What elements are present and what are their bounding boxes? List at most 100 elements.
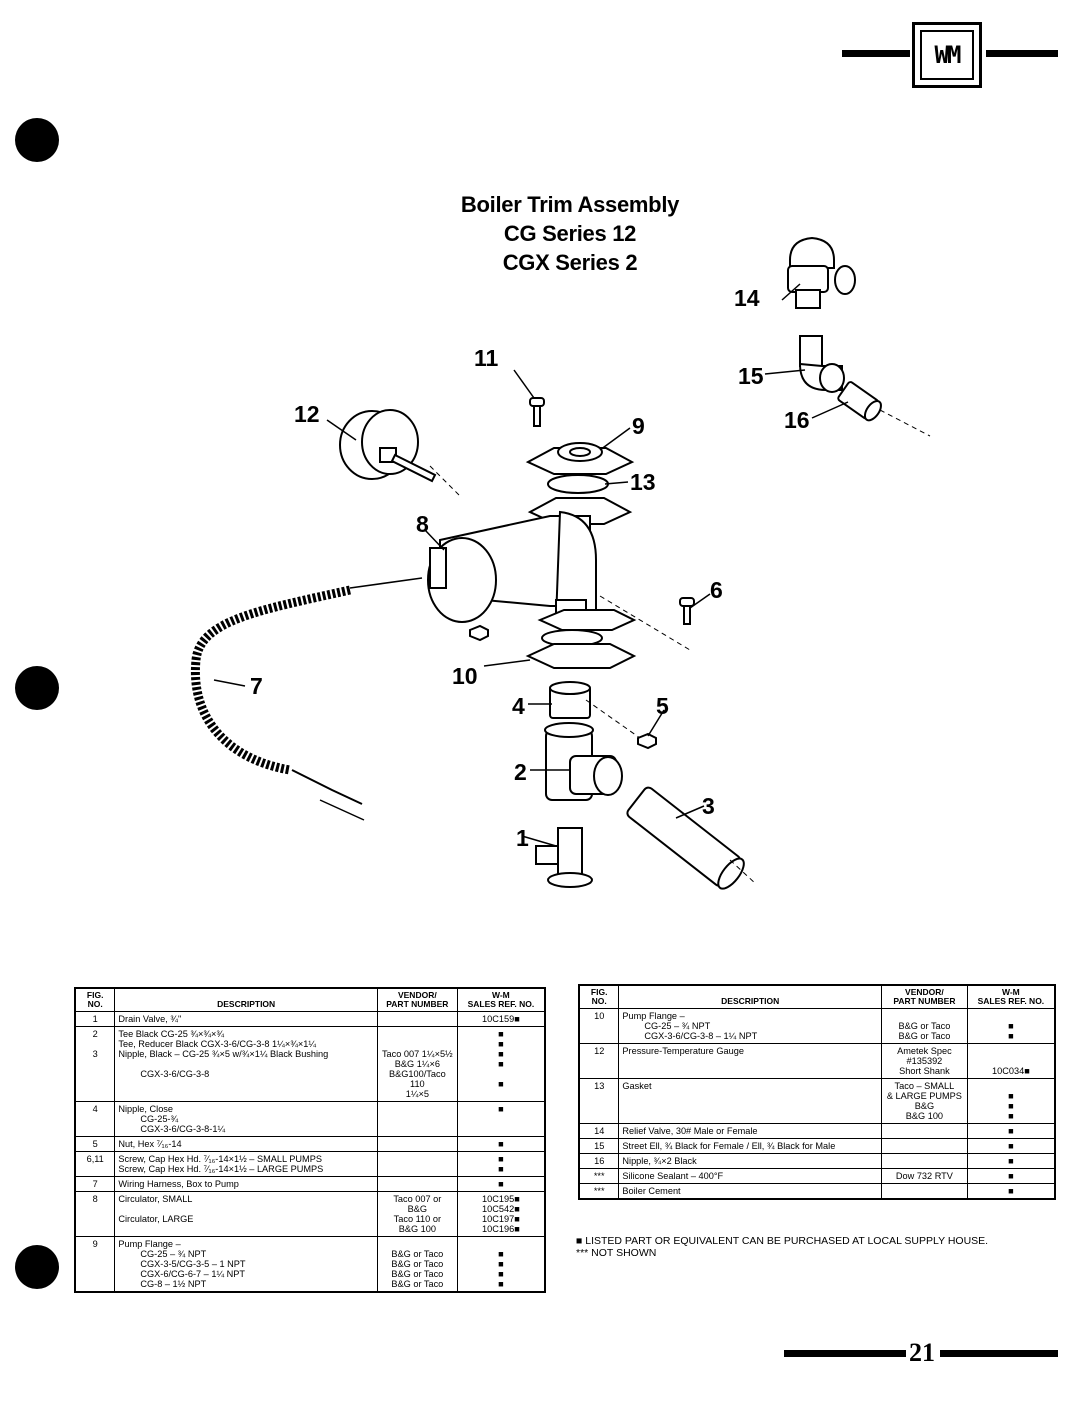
cell-vendor-part-line: Taco 007 or	[393, 1194, 442, 1204]
cell-wm-ref-line	[461, 1239, 541, 1249]
cell-wm-ref-line: 10C197■	[482, 1214, 520, 1224]
col-vendor-part: VENDOR/PART NUMBER	[376, 987, 458, 1012]
cell-fig-no: 2 3	[74, 1026, 116, 1102]
col-description: DESCRIPTION	[618, 984, 883, 1009]
cell-wm-ref-line: ■	[1008, 1021, 1014, 1031]
cell-description: Nut, Hex ⁷⁄₁₆-14	[114, 1136, 378, 1152]
cell-vendor-part-line	[381, 1139, 454, 1149]
cell-description: Screw, Cap Hex Hd. ⁷⁄₁₆-14×1½ – SMALL PU…	[114, 1151, 378, 1177]
cell-wm-ref-line: ■	[1008, 1141, 1014, 1151]
cell-wm-ref: ■	[966, 1123, 1056, 1139]
cell-description: Drain Valve, ¾"	[114, 1011, 378, 1027]
cell-fig-no: 1	[74, 1011, 116, 1027]
callout-2: 2	[514, 759, 527, 785]
cell-wm-ref-line	[971, 1081, 1051, 1091]
tee-part	[544, 722, 623, 801]
cell-wm-ref-line: ■	[1008, 1171, 1014, 1181]
cell-vendor-part	[376, 1101, 458, 1137]
cell-vendor-part-line: 1¼×5	[405, 1089, 429, 1099]
cell-fig-no: ***	[578, 1168, 620, 1184]
brand-logo-text: WM	[920, 30, 974, 80]
cell-fig-no: 6,11	[74, 1151, 116, 1177]
callout-10: 10	[452, 663, 478, 689]
cell-wm-ref: ■■■■ ■	[456, 1026, 546, 1102]
cell-fig-no: 10	[578, 1008, 620, 1044]
leader-12	[326, 419, 357, 441]
pump-flange-9-part	[525, 442, 635, 475]
exploded-parts-diagram: 14 11 15 12 9 16 13 8 6 7 10 4 5 2 3 1	[190, 236, 931, 890]
cell-description-line: Wiring Harness, Box to Pump	[118, 1179, 239, 1189]
cell-description: Wiring Harness, Box to Pump	[114, 1176, 378, 1192]
cell-fig-no: 8	[74, 1191, 116, 1237]
cell-wm-ref: ■■	[456, 1151, 546, 1177]
cell-vendor-part-line: Taco – SMALL	[894, 1081, 955, 1091]
cell-vendor-part-line: B&G	[914, 1101, 935, 1111]
cell-vendor-part-line: B&G or Taco	[391, 1249, 444, 1259]
cell-fig-no: 5	[74, 1136, 116, 1152]
leader-15	[764, 369, 806, 375]
cell-wm-ref-line: ■	[1008, 1186, 1014, 1196]
binder-hole-bottom	[15, 1245, 59, 1289]
cell-wm-ref-line: 10C159■	[482, 1014, 520, 1024]
cell-vendor-part-line: B&G or Taco	[898, 1021, 951, 1031]
cell-vendor-part-line	[381, 1179, 454, 1189]
cell-fig-no-line: ***	[593, 1186, 605, 1196]
cell-vendor-part	[881, 1183, 968, 1200]
cell-description-line: Boiler Cement	[622, 1186, 681, 1196]
cap-screw-6-part	[679, 597, 695, 625]
col-fig-no: FIG.NO.	[578, 984, 620, 1009]
cell-description-line: Pump Flange –	[622, 1011, 685, 1021]
col-fig-no: FIG.NO.	[74, 987, 116, 1012]
cell-description-line: CGX-3-6/CG-3-8	[140, 1069, 210, 1079]
cell-fig-no: 16	[578, 1153, 620, 1169]
cell-wm-ref-line: ■	[498, 1049, 504, 1059]
leader-3	[675, 805, 705, 819]
cell-wm-ref: ■■■	[966, 1078, 1056, 1124]
close-nipple-part	[549, 681, 591, 719]
cell-description-line: Screw, Cap Hex Hd. ⁷⁄₁₆-14×1½ – SMALL PU…	[118, 1154, 322, 1164]
pump-flange-10-part	[525, 643, 637, 669]
cell-vendor-part-line	[381, 1029, 454, 1039]
table-header-row: FIG.NO. DESCRIPTION VENDOR/PART NUMBER W…	[578, 984, 1056, 1009]
cell-vendor-part: Dow 732 RTV	[881, 1168, 968, 1184]
cell-vendor-part-line: B&G or Taco	[898, 1031, 951, 1041]
cell-vendor-part-line	[885, 1186, 964, 1196]
cell-wm-ref: ■	[456, 1101, 546, 1137]
cell-vendor-part	[881, 1153, 968, 1169]
cell-wm-ref-line	[971, 1011, 1051, 1021]
cell-wm-ref: 10C195■10C542■10C197■10C196■	[456, 1191, 546, 1237]
cell-fig-no-line: 8	[92, 1194, 98, 1204]
cell-description-line: CG-25 – ¾ NPT	[140, 1249, 207, 1259]
cell-wm-ref: ■■■■	[456, 1236, 546, 1293]
cell-wm-ref-line: ■	[1008, 1126, 1014, 1136]
cell-wm-ref-line: ■	[1008, 1101, 1014, 1111]
cell-vendor-part-line: B&G or Taco	[391, 1279, 444, 1289]
cell-wm-ref-line	[971, 1046, 1051, 1056]
cell-description-line: CGX-3-6/CG-3-8 – 1¼ NPT	[644, 1031, 758, 1041]
cell-description: Pressure-Temperature Gauge	[618, 1043, 883, 1079]
cell-description: Silicone Sealant – 400°F	[618, 1168, 883, 1184]
cell-vendor-part-line: B&G	[407, 1204, 428, 1214]
cell-fig-no: 9	[74, 1236, 116, 1293]
cell-description-line: Drain Valve, ¾"	[118, 1014, 182, 1024]
cell-description-line: Gasket	[622, 1081, 652, 1091]
cell-vendor-part-line: Ametek Spec	[897, 1046, 952, 1056]
cell-fig-no-line	[79, 1039, 111, 1049]
leader-14	[781, 283, 801, 301]
leader-11	[513, 369, 535, 399]
cell-description-line: Circulator, LARGE	[118, 1214, 194, 1224]
callout-3: 3	[702, 793, 715, 819]
cell-description-line: Nut, Hex ⁷⁄₁₆-14	[118, 1139, 182, 1149]
cell-vendor-part	[881, 1138, 968, 1154]
cell-description: Nipple, ¾×2 Black	[618, 1153, 883, 1169]
